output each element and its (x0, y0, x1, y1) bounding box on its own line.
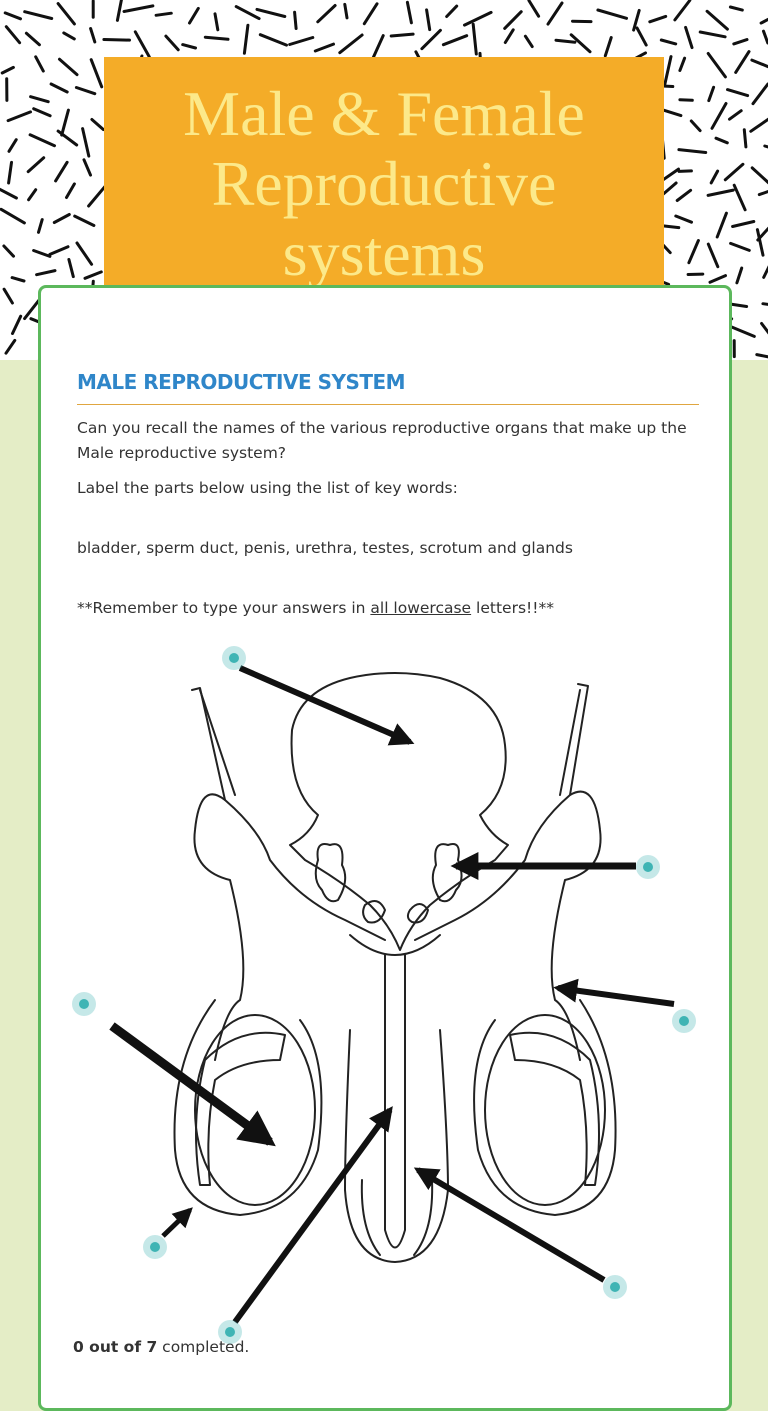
label-hotspot-3[interactable] (672, 1009, 696, 1033)
urethra-tube (385, 955, 405, 1248)
label-arrows (112, 668, 674, 1322)
right-sperm-duct (415, 684, 588, 940)
right-seminal-vesicle (433, 844, 462, 901)
right-sperm-duct-inner (560, 690, 580, 795)
label-hotspot-2[interactable] (636, 855, 660, 879)
male-reproductive-diagram (0, 0, 768, 1380)
label-arrow-3 (558, 988, 674, 1004)
right-vas-loop (552, 792, 601, 1060)
left-sperm-duct (192, 688, 385, 940)
hotspot-dot (79, 999, 89, 1009)
hotspot-dot (150, 1242, 160, 1252)
label-hotspot-4[interactable] (72, 992, 96, 1016)
left-sperm-duct-inner (200, 690, 235, 795)
hotspot-dot (225, 1327, 235, 1337)
left-testis (195, 1015, 315, 1205)
label-hotspot-1[interactable] (222, 646, 246, 670)
anatomy-drawing (175, 673, 616, 1262)
label-arrow-7 (418, 1170, 604, 1280)
label-arrow-1 (240, 668, 410, 742)
penis-inner-line-left (362, 1180, 380, 1255)
right-testis (485, 1015, 605, 1205)
left-seminal-vesicle (316, 844, 345, 901)
hotspot-dot (679, 1016, 689, 1026)
hotspot-dot (229, 653, 239, 663)
label-arrow-5 (163, 1210, 190, 1236)
left-epididymis (196, 1033, 285, 1185)
label-hotspot-5[interactable] (143, 1235, 167, 1259)
right-epididymis (510, 1033, 599, 1185)
hotspot-dot (643, 862, 653, 872)
hotspot-dot (610, 1282, 620, 1292)
label-hotspot-7[interactable] (603, 1275, 627, 1299)
label-hotspot-6[interactable] (218, 1320, 242, 1344)
